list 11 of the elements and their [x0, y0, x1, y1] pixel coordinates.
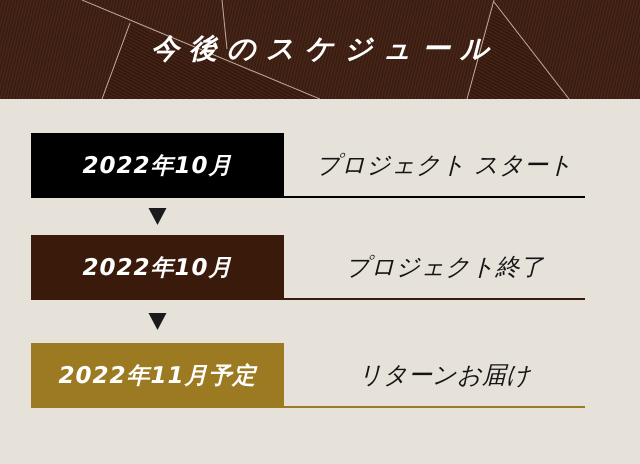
down-arrow: [148, 313, 166, 330]
schedule-row: [31, 133, 585, 198]
down-arrow: [148, 208, 166, 225]
date-label: 2022年10月: [31, 235, 284, 300]
schedule-row: [31, 343, 585, 408]
date-label: 2022年11月予定: [31, 343, 284, 408]
date-label: 2022年10月: [31, 133, 284, 198]
event-text: プロジェクト終了: [346, 252, 544, 282]
event-text: リターンお届け: [358, 360, 531, 390]
event-text: プロジェクト スタート: [316, 150, 573, 180]
schedule-row: [31, 235, 585, 300]
